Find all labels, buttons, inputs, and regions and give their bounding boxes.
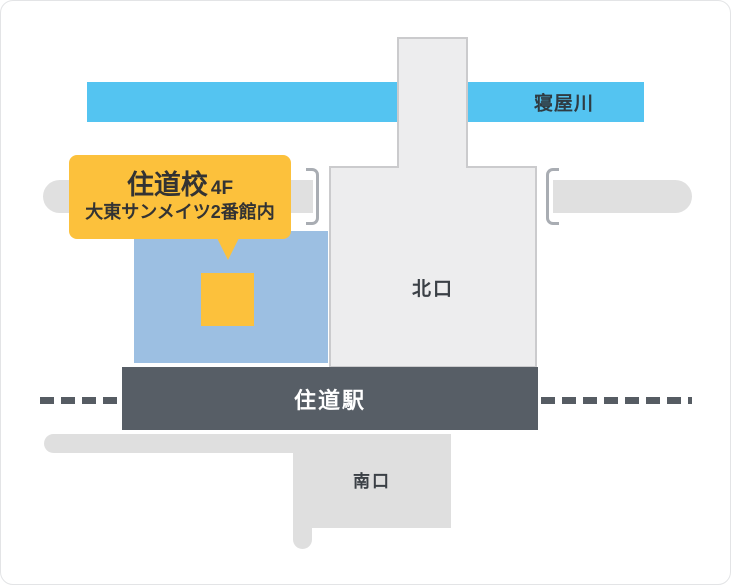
road-east [553,180,692,213]
school-name: 住道校 [126,170,208,201]
north-exit-label: 北口 [411,279,454,300]
callout-pointer-icon [217,238,239,260]
railway-dashed-line-east [541,397,692,404]
road-south-tail [293,434,312,549]
south-exit-label: 南口 [353,472,391,491]
school-floor: 4F [210,178,234,200]
river-band: 寝屋川 [87,82,644,122]
station-south-building: 南口 [293,434,451,528]
station-name-label: 住道駅 [293,387,366,413]
station-platform-bar: 住道駅 [122,367,538,430]
station-tower [397,37,468,168]
river-label: 寝屋川 [533,93,594,115]
railway-dashed-line-west [40,397,122,404]
station-north-building: 北口 [329,166,537,368]
station-entrance-bracket-west [306,168,319,225]
school-building-name: 大東サンメイツ2番館内 [85,202,275,223]
station-entrance-bracket-east [546,168,559,225]
school-location-marker [201,273,254,326]
